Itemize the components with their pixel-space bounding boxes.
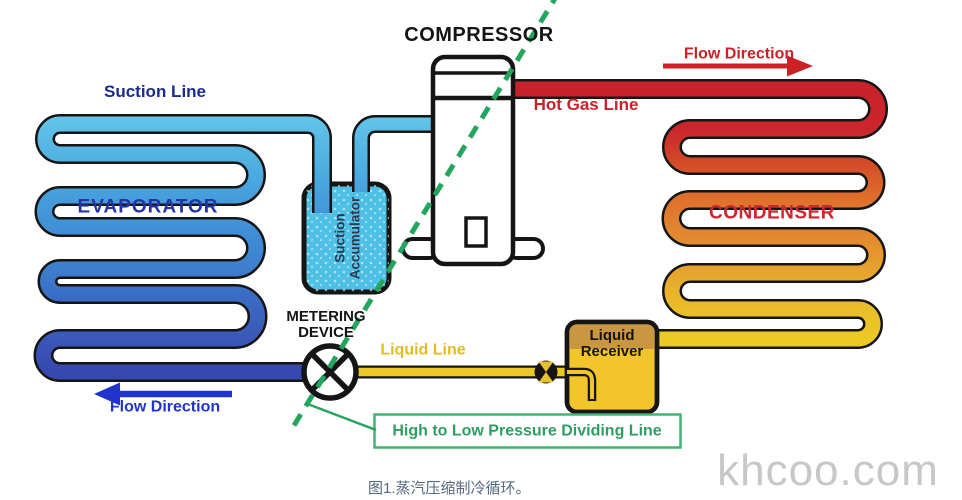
metering-device-label-line2: DEVICE: [298, 324, 354, 341]
compressor-body: [430, 54, 516, 267]
compressor-label: COMPRESSOR: [404, 24, 554, 47]
dividing-line-leader: [304, 401, 377, 432]
suction-line-label: Suction Line: [104, 81, 206, 101]
suction-accumulator-label-line1: Suction: [332, 213, 348, 263]
liquid-receiver-label: Liquid Receiver: [580, 326, 644, 360]
evaporator-flow-direction-label: Flow Direction: [109, 398, 221, 416]
metering-device-label: METERING DEVICE: [286, 307, 366, 341]
dividing-line-label: High to Low Pressure Dividing Line: [392, 422, 662, 440]
suction-accumulator-label-line2: Accumulator: [347, 196, 362, 280]
evaporator-coil: [33, 114, 332, 382]
dividing-line-box: [373, 413, 682, 449]
watermark: khcoo.com: [717, 446, 939, 495]
liquid-line-label: Liquid Line: [380, 341, 466, 359]
hot-gas-line-label: Hot Gas Line: [533, 94, 639, 114]
liquid-receiver-label-line2: Receiver: [580, 343, 644, 360]
metering-device-symbol: [301, 343, 359, 401]
condenser-label: CONDENSER: [709, 202, 835, 224]
evaporator-label: EVAPORATOR: [77, 196, 219, 218]
condenser-coil: [510, 79, 888, 349]
liquid-receiver-label-line1: Liquid: [589, 326, 635, 344]
condenser-flow-direction-label: Flow Direction: [683, 45, 795, 63]
suction-outlet-pipe: [352, 115, 436, 192]
evaporator-flow-arrow: [94, 382, 232, 406]
compressor-sight-glass: [464, 216, 488, 248]
condenser-flow-arrow: [663, 55, 813, 77]
metering-device-label-line1: METERING: [286, 307, 366, 325]
pressure-dividing-dashed-line: [287, 0, 558, 434]
receiver-dip-tube: [567, 367, 597, 401]
figure-caption: 图1.蒸汽压缩制冷循环。: [368, 480, 531, 497]
liquid-receiver-tank: [564, 319, 660, 415]
service-valve: [534, 360, 558, 384]
suction-accumulator-label: Suction Accumulator: [332, 196, 362, 280]
